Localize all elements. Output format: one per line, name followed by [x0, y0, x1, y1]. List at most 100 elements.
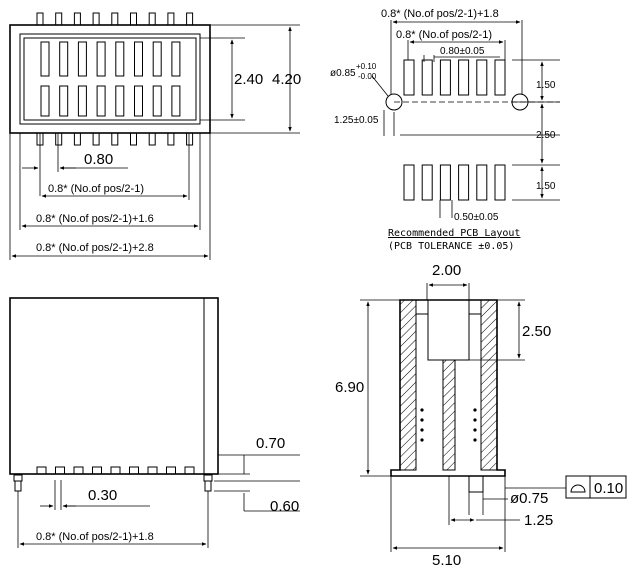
pcb-pad-width: 0.80±0.05 — [440, 46, 485, 57]
contact-dot — [473, 408, 477, 412]
top-view-height-total: 4.20 — [272, 71, 301, 88]
top-view-height-inner: 2.40 — [234, 71, 263, 88]
top-view-span-mid: 0.8* (No.of pos/2-1)+1.6 — [36, 213, 154, 225]
pcb-pad — [439, 59, 451, 96]
contact — [171, 41, 181, 77]
top-view-span-total: 0.8* (No.of pos/2-1)+2.8 — [36, 242, 154, 254]
side-view-total-height: 6.90 — [335, 379, 364, 396]
pcb-layout-title: Recommended PCB Layout — [388, 228, 520, 239]
pcb-pad — [421, 59, 433, 96]
pcb-pad — [403, 59, 415, 96]
pcb-pad — [439, 164, 451, 201]
top-view-inner — [19, 33, 201, 125]
contact — [40, 85, 50, 117]
pcb-pad — [494, 164, 506, 201]
contact — [77, 41, 87, 77]
lead — [92, 466, 102, 475]
side-view-profile-tol: 0.10 — [594, 480, 623, 497]
contact-dot — [473, 428, 477, 432]
contact — [96, 41, 106, 77]
contact-dot — [420, 428, 424, 432]
front-view: 0.70 0.60 0.30 0.8* (No.of pos/2-1)+1.8 — [9, 297, 300, 548]
contact — [134, 85, 143, 117]
pcb-tolerance-note: (PCB TOLERANCE ±0.05) — [388, 241, 514, 252]
pin-stub — [36, 12, 44, 26]
pin-stub — [186, 12, 194, 26]
pin-stub — [55, 12, 63, 26]
pcb-top-span: 0.8* (No.of pos/2-1)+1.8 — [381, 8, 499, 20]
contact — [152, 85, 162, 117]
pin-stub — [130, 132, 137, 146]
lead — [55, 466, 65, 475]
pcb-pad — [458, 59, 470, 96]
pin-stub — [167, 12, 175, 26]
top-view: 2.40 4.20 0.80 0.8* (No.of pos/2-1) 0.8*… — [9, 12, 301, 260]
pin-stub — [73, 132, 81, 146]
pcb-pad — [494, 59, 506, 96]
top-view-cavity — [23, 37, 197, 121]
pcb-pad — [476, 59, 488, 96]
lead — [166, 466, 176, 475]
contact — [115, 85, 125, 117]
pcb-row-lower: 1.50 — [536, 181, 556, 192]
lead — [184, 466, 195, 475]
contact-dot — [420, 418, 424, 422]
pin-stub — [92, 12, 100, 26]
pcb-pad — [403, 164, 415, 201]
front-view-standoff: 0.70 — [256, 435, 285, 452]
contact-dot — [473, 438, 477, 442]
lead — [73, 466, 84, 475]
contact — [152, 41, 162, 77]
pin-stub — [148, 132, 156, 146]
pcb-pad — [476, 164, 488, 201]
pcb-row-gap: 2.50 — [536, 130, 556, 141]
pcb-inner-span: 0.8* (No.of pos/2-1) — [396, 29, 492, 41]
contact — [171, 85, 181, 117]
pcb-hole-dia: ø0.85 — [330, 68, 356, 79]
side-view-top-width: 2.00 — [432, 262, 461, 279]
pcb-hole-tol-minus: -0.00 — [358, 72, 377, 81]
side-view-post-offset: 1.25 — [524, 512, 553, 529]
front-view-body — [9, 297, 219, 475]
pcb-hole-tol-plus: +0.10 — [356, 62, 377, 71]
pin-stub — [130, 12, 137, 26]
pin-stub — [111, 132, 119, 146]
pin-stub — [111, 12, 119, 26]
front-view-lead-length: 0.60 — [270, 498, 299, 515]
top-view-span-inner: 0.8* (No.of pos/2-1) — [48, 183, 144, 195]
contact — [59, 85, 69, 117]
lead — [110, 466, 121, 475]
pin-stub — [148, 12, 156, 26]
pin-stub — [167, 132, 175, 146]
contact — [77, 85, 87, 117]
contact-dot — [420, 438, 424, 442]
contact — [115, 41, 125, 77]
pin-stub — [73, 12, 81, 26]
contact-dot — [420, 408, 424, 412]
front-view-lead-width: 0.30 — [88, 487, 117, 504]
profile-tolerance-frame — [565, 475, 627, 499]
pin-stub — [92, 132, 100, 146]
lead — [147, 466, 158, 475]
pcb-hole-offset: 1.25±0.05 — [334, 115, 379, 126]
pcb-row-upper: 1.50 — [536, 80, 556, 91]
contact — [96, 85, 106, 117]
contact — [134, 41, 143, 77]
top-view-pitch: 0.80 — [84, 151, 113, 168]
pcb-layout: 0.8* (No.of pos/2-1)+1.8 0.8* (No.of pos… — [330, 8, 560, 252]
pcb-pad — [421, 164, 433, 201]
front-view-span: 0.8* (No.of pos/2-1)+1.8 — [36, 531, 154, 543]
top-view-outline — [9, 24, 211, 134]
contact-dot — [473, 418, 477, 422]
lead — [129, 466, 139, 475]
pin-stub — [55, 132, 63, 146]
pcb-pad-gap: 0.50±0.05 — [454, 212, 499, 223]
contact — [59, 41, 69, 77]
side-view-socket-depth: 2.50 — [522, 323, 551, 340]
pin-stub — [186, 132, 194, 146]
side-view: 2.00 6.90 2.50 0.10 — [335, 262, 627, 569]
pcb-pad — [458, 164, 470, 201]
pcb-hole-left — [385, 93, 403, 111]
side-view-post-dia: ø0.75 — [510, 490, 548, 507]
